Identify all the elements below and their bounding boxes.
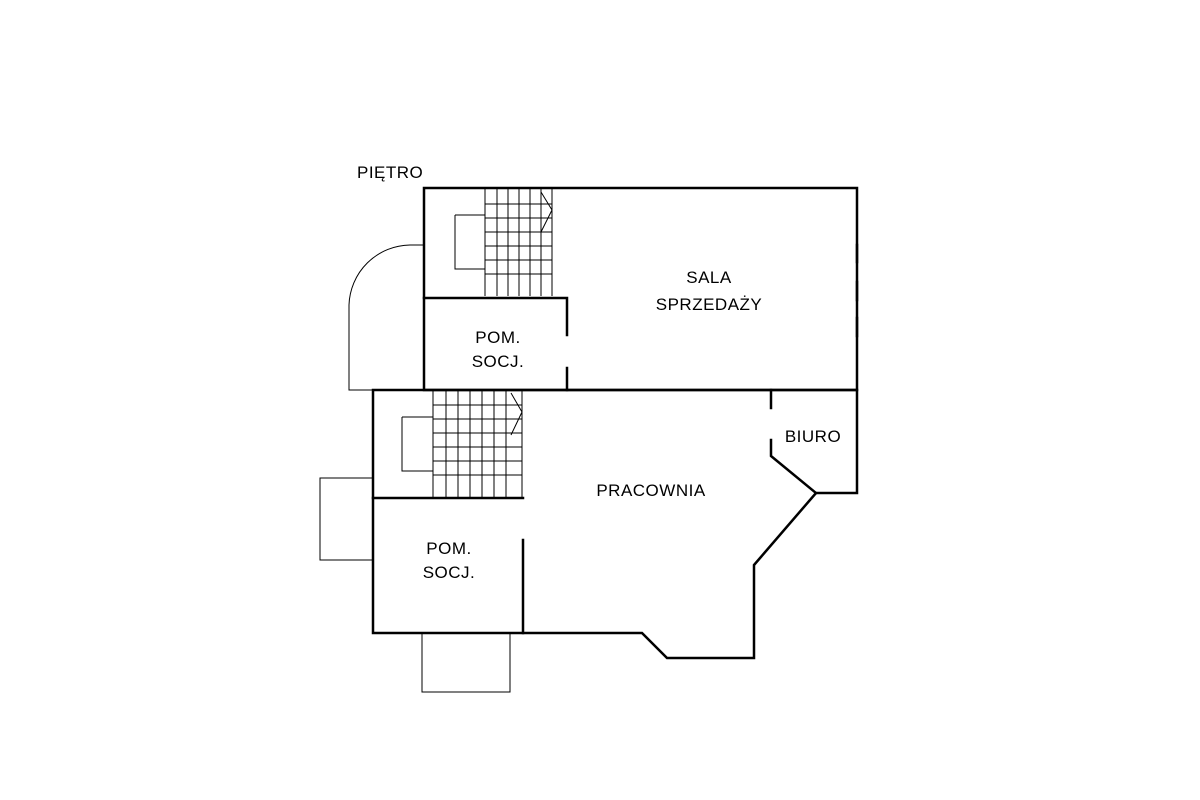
room-label-sales-hall: SALA SPRZEDAŻY [656, 266, 763, 317]
room-label-workshop: PRACOWNIA [596, 479, 705, 503]
room-label-workshop-line1: PRACOWNIA [596, 481, 706, 500]
room-label-sales-hall-line1: SALA [686, 268, 732, 287]
front-porch [421, 633, 511, 693]
room-label-office-line1: BIURO [784, 427, 842, 446]
upper-staircase [454, 188, 553, 296]
floor-label: PIĘTRO [357, 163, 424, 182]
lower-unit-walls [371, 388, 859, 660]
room-label-sales-hall-line2: SPRZEDAŻY [655, 295, 763, 314]
room-label-social-upper: POM. SOCJ. [472, 326, 525, 374]
room-label-social-lower: POM. SOCJ. [423, 537, 476, 585]
lower-staircase [401, 390, 523, 497]
curved-balcony [348, 244, 424, 391]
left-porch [319, 477, 373, 561]
room-label-social-lower-line1: POM. [426, 539, 472, 558]
room-label-social-upper-line2: SOCJ. [471, 352, 525, 371]
room-label-social-upper-line1: POM. [475, 328, 521, 347]
room-label-social-lower-line2: SOCJ. [422, 563, 476, 582]
room-label-office: BIURO [785, 425, 841, 449]
